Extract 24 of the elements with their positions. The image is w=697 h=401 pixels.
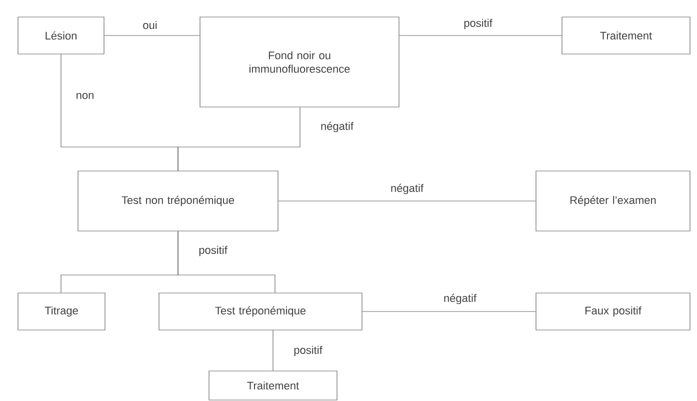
edge-label: oui <box>143 20 157 30</box>
process-box: Fond noir ou immunofluorescence <box>200 16 400 108</box>
connector-line <box>278 200 536 202</box>
connector-line <box>178 231 276 293</box>
edge-label: positif <box>199 246 228 256</box>
process-box: Traitement <box>208 370 338 400</box>
process-box: Faux positif <box>536 292 690 330</box>
process-box: Répéter l’examen <box>536 170 690 232</box>
edge-label: négatif <box>321 122 354 132</box>
connector-line <box>104 35 200 36</box>
process-box: Test tréponémique <box>158 292 362 330</box>
process-box: Titrage <box>18 292 106 330</box>
edge-label: négatif <box>391 184 424 194</box>
connector-line <box>272 330 274 371</box>
connector-line <box>362 311 536 312</box>
edge-label: négatif <box>444 294 477 304</box>
edge-label: non <box>76 93 94 99</box>
connector-line <box>178 107 300 171</box>
process-box: Test non tréponémique <box>78 170 278 232</box>
connector-line <box>399 35 562 36</box>
edge-label: positif <box>464 18 492 30</box>
edge-label: positif <box>294 346 322 356</box>
process-box: Lésion <box>18 16 104 54</box>
process-box: Traitement <box>562 16 690 54</box>
